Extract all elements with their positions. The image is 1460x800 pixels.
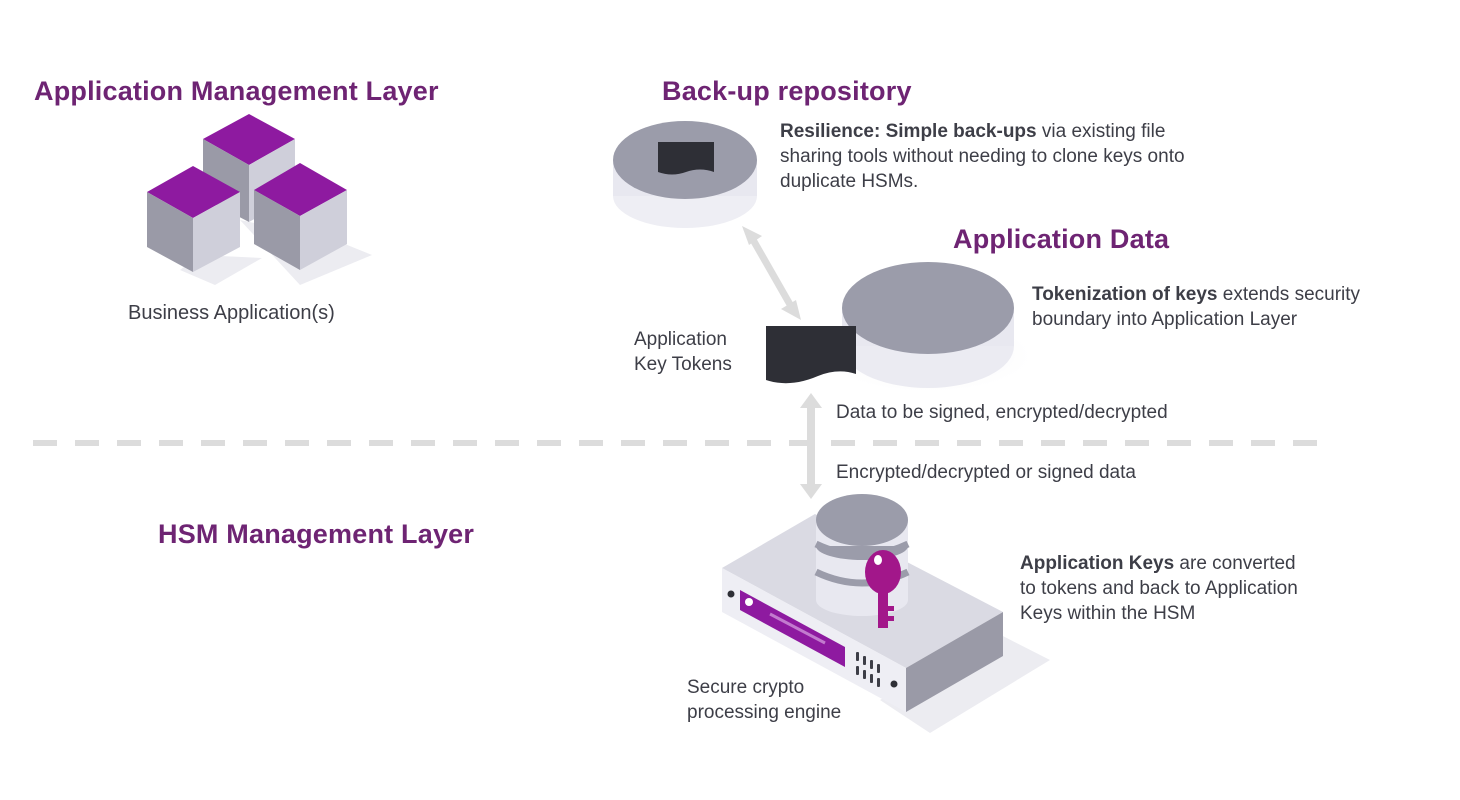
resilience-text-line1: via existing file <box>1036 121 1166 142</box>
tokenization-bold-text: Tokenization of keys <box>1032 284 1218 305</box>
application-keys-text-line1: are converted <box>1174 553 1296 574</box>
data-out-label: Encrypted/decrypted or signed data <box>836 462 1136 483</box>
resilience-text-line3: duplicate HSMs. <box>780 171 919 192</box>
backup-sync-arrow <box>742 226 801 320</box>
business-applications-icon <box>147 114 372 285</box>
tokenization-text-line2: boundary into Application Layer <box>1032 309 1298 330</box>
key-tokens-label: Application Key Tokens <box>634 327 732 377</box>
crypto-engine-label-line1: Secure crypto <box>687 677 805 698</box>
tokenization-text-line1: extends security <box>1217 284 1361 305</box>
resilience-description: Resilience: Simple back-ups via existing… <box>780 119 1185 194</box>
resilience-text-line2: sharing tools without needing to clone k… <box>780 146 1185 167</box>
tokenization-description: Tokenization of keys extends security bo… <box>1032 282 1360 332</box>
backup-repository-heading: Back-up repository <box>662 76 912 106</box>
crypto-engine-label-line2: processing engine <box>687 702 842 723</box>
hsm-management-layer-heading: HSM Management Layer <box>158 519 475 549</box>
application-keys-text-line3: Keys within the HSM <box>1020 603 1196 624</box>
data-in-label: Data to be signed, encrypted/decrypted <box>836 402 1168 423</box>
application-data-icon <box>818 262 1038 394</box>
backup-repository-icon <box>613 121 757 228</box>
key-icon <box>865 550 901 628</box>
application-data-heading: Application Data <box>953 224 1170 254</box>
application-keys-bold-text: Application Keys <box>1020 553 1175 574</box>
application-keys-text-line2: to tokens and back to Application <box>1020 578 1298 599</box>
key-tokens-label-line1: Application <box>634 329 727 350</box>
crypto-engine-label: Secure crypto processing engine <box>687 675 841 725</box>
application-keys-description: Application Keys are converted to tokens… <box>1020 551 1298 626</box>
application-management-layer-heading: Application Management Layer <box>34 76 439 106</box>
resilience-bold-text: Resilience: Simple back-ups <box>780 121 1037 142</box>
key-token-icon <box>766 326 856 384</box>
business-applications-label: Business Application(s) <box>128 302 335 324</box>
key-tokens-label-line2: Key Tokens <box>634 354 732 375</box>
